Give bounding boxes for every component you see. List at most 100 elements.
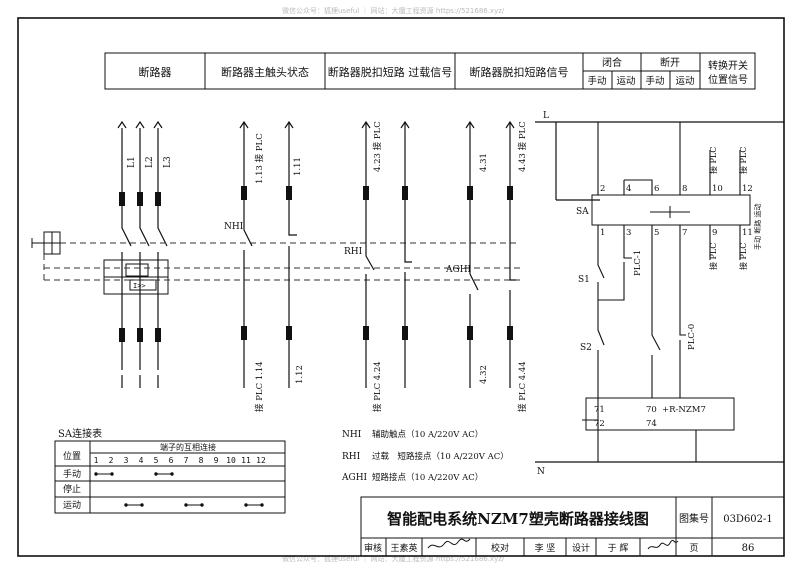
breaker-fuses [119, 192, 161, 342]
legend-nhi-text: 辅助触点（10 A/220V AC） [372, 429, 483, 440]
sa-top-terminal: 4 [626, 184, 631, 194]
sa-top-terminal: 6 [654, 184, 659, 194]
manual-operator [31, 231, 61, 255]
header-open: 断开 [660, 56, 680, 69]
sa-bottom-terminal: 11 [742, 228, 753, 238]
sa-table-grid [54, 440, 286, 514]
label-rhi: RHI [344, 247, 363, 257]
mod-t71: 71 [594, 405, 605, 415]
breaker-main-poles [117, 120, 168, 388]
sa-top-terminal: 2 [600, 184, 605, 194]
sa-table-terminal: 2 [109, 456, 114, 465]
plc0-label: PLC-0 [687, 324, 697, 350]
trip-unit-symbol: I>> [133, 282, 146, 290]
header-closed: 闭合 [602, 56, 622, 69]
label-443: 4.43 接 PLC [517, 121, 528, 172]
label-424: 接 PLC 4.24 [372, 361, 383, 412]
sa-row-electric: 运动 [63, 500, 81, 511]
signature-reviewer [427, 538, 471, 549]
sa-connections [94, 472, 264, 507]
plc1-label: PLC-1 [633, 250, 643, 276]
mechanical-linkage [43, 242, 520, 281]
sa-table-terminal: 3 [124, 456, 129, 465]
legend-aghi-code: AGHI [341, 473, 368, 483]
sa-table-terminal: 1 [94, 456, 99, 465]
header-table [104, 52, 756, 90]
sa-table-terminal: 10 [226, 456, 236, 465]
sa-row-manual: 手动 [63, 468, 81, 480]
sa-table-title: SA连接表 [58, 427, 102, 440]
header-main-contact: 断路器主触头状态 [221, 65, 309, 79]
watermark-top: 微信公众号：狐狸useful ｜ 网站：大魔工程资源 https://52168… [282, 7, 505, 15]
label-431: 4.31 [479, 153, 489, 172]
legend-rhi-text: 过载 短路接点（10 A/220V AC） [372, 451, 509, 462]
design-label: 设计 [572, 542, 590, 554]
header-electric-1: 运动 [616, 76, 635, 87]
sa-top-terminal: 12 [742, 184, 753, 194]
mod-t70: 70 [646, 405, 657, 415]
control-bus [535, 121, 784, 463]
sa-table-terminal: 11 [241, 456, 251, 465]
header-manual-2: 手动 [645, 75, 664, 87]
s2-label: S2 [580, 343, 592, 353]
label-423: 4.23 接 PLC [372, 121, 383, 172]
mod-t74: 74 [646, 419, 657, 429]
title-block-grid [360, 496, 785, 557]
label-111: 1.11 [293, 157, 303, 176]
bus-n: N [537, 467, 545, 477]
sa-bottom-terminal: 7 [682, 228, 687, 238]
page-label: 页 [689, 543, 698, 554]
label-nhi: NHI [224, 222, 244, 232]
reviewer-name: 王素英 [390, 542, 417, 554]
check-label: 校对 [491, 542, 509, 554]
header-trip-overload: 断路器脱扣短路 过载信号 [328, 65, 453, 79]
sa-bottom-terminal: 1 [600, 228, 605, 238]
phase-l3: L3 [163, 156, 173, 168]
bot-plc-11: 接 PLC [738, 243, 748, 270]
legend-nhi-code: NHI [342, 430, 362, 440]
bot-plc-9: 接 PLC [708, 243, 718, 270]
bus-l: L [543, 111, 549, 121]
sa-bottom-terminal: 3 [626, 228, 631, 238]
control-wiring [582, 122, 741, 462]
sa-top-terminal: 8 [682, 184, 687, 194]
sa-table-position: 位置 [63, 450, 81, 462]
sa-table-terminal: 4 [139, 456, 144, 465]
aux-fuses [241, 186, 513, 340]
legend-aghi-text: 短路接点（10 A/220V AC） [372, 472, 483, 483]
label-113: 1.13 接 PLC [254, 133, 265, 184]
top-plc-10: 接 PLC [708, 147, 718, 174]
trip-unit [103, 259, 169, 295]
phase-l2: L2 [145, 156, 155, 168]
label-432: 4.32 [479, 365, 489, 384]
page-number: 86 [742, 543, 755, 554]
top-plc-12: 接 PLC [738, 147, 748, 174]
mod-name: +R-NZM7 [662, 405, 706, 415]
review-label: 审核 [364, 542, 382, 554]
atlas-label: 图集号 [679, 512, 709, 525]
header-breaker: 断路器 [139, 65, 172, 79]
sa-table-terminal: 8 [199, 456, 204, 465]
label-114: 接 PLC 1.14 [254, 361, 265, 412]
label-aghi: AGHI [445, 265, 472, 275]
atlas-number: 03D602-1 [723, 514, 773, 525]
signature-designer [647, 539, 679, 550]
sa-top-terminal: 10 [712, 184, 723, 194]
watermark-bottom: 微信公众号：狐狸useful ｜ 网站：大魔工程资源 https://52168… [282, 555, 505, 563]
header-manual-1: 手动 [587, 75, 606, 87]
drawing-title: 智能配电系统NZM7塑壳断路器接线图 [387, 510, 649, 528]
sa-bottom-terminal: 5 [654, 228, 659, 238]
sa-label: SA [576, 207, 589, 217]
s1-label: S1 [578, 275, 590, 285]
header-trip-short: 断路器脱扣短路信号 [470, 65, 569, 79]
sa-side-note: 手动 断路 运动 [753, 204, 762, 250]
sa-table-span: 端子的互相连接 [160, 442, 216, 452]
sa-table-terminal: 9 [214, 456, 219, 465]
nzm7-module [585, 397, 735, 431]
header-switch-1: 转换开关 [708, 59, 748, 72]
sa-switch-block [591, 194, 751, 226]
header-switch-2: 位置信号 [708, 73, 748, 86]
mod-t72: 72 [594, 419, 605, 429]
